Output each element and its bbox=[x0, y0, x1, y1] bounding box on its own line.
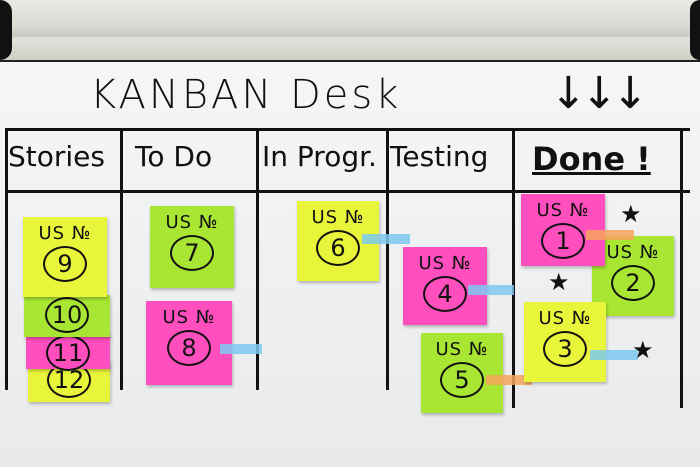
note-label: US № bbox=[38, 223, 92, 244]
tray-edge-left bbox=[0, 0, 12, 60]
note-number: 10 bbox=[45, 297, 89, 333]
grid-line-top bbox=[5, 128, 690, 131]
sticky-note-us-3[interactable]: US № 3 bbox=[524, 302, 606, 382]
column-header-in-progress: In Progr. bbox=[262, 140, 377, 173]
note-number: 11 bbox=[46, 335, 90, 371]
note-number: 7 bbox=[170, 235, 214, 271]
note-label: US № bbox=[606, 242, 660, 263]
tape-tab-orange bbox=[486, 375, 532, 385]
column-header-stories: Stories bbox=[8, 140, 105, 173]
note-label: US № bbox=[538, 308, 592, 329]
column-header-testing: Testing bbox=[390, 140, 489, 173]
tape-tab-blue bbox=[468, 285, 514, 295]
note-number: 6 bbox=[316, 230, 360, 266]
sticky-note-us-9[interactable]: US № 9 bbox=[23, 217, 107, 297]
tape-tab-blue bbox=[590, 350, 638, 360]
tape-tab-blue bbox=[362, 234, 410, 244]
sticky-note-us-11[interactable]: 11 bbox=[26, 333, 110, 371]
note-number: 5 bbox=[440, 362, 484, 398]
note-label: US № bbox=[162, 307, 216, 328]
note-number: 1 bbox=[541, 223, 585, 259]
down-arrows-icon: ↓↓↓ bbox=[550, 68, 649, 119]
tray-edge-right bbox=[690, 0, 700, 60]
note-number: 4 bbox=[423, 276, 467, 312]
sticky-note-us-5[interactable]: US № 5 bbox=[421, 333, 503, 413]
star-icon: ★ bbox=[632, 336, 654, 364]
star-icon: ★ bbox=[620, 200, 642, 228]
grid-line-1 bbox=[120, 128, 123, 390]
note-number: 2 bbox=[611, 265, 655, 301]
note-number: 3 bbox=[543, 331, 587, 367]
note-number: 8 bbox=[167, 330, 211, 366]
sticky-note-us-8[interactable]: US № 8 bbox=[146, 301, 232, 385]
note-label: US № bbox=[418, 253, 472, 274]
grid-line-left bbox=[5, 128, 8, 390]
grid-line-2 bbox=[256, 128, 259, 390]
tape-tab-orange bbox=[586, 230, 634, 240]
note-label: US № bbox=[165, 212, 219, 233]
grid-line-3 bbox=[386, 128, 389, 390]
note-label: US № bbox=[435, 339, 489, 360]
note-number: 9 bbox=[43, 246, 87, 282]
note-label: US № bbox=[536, 200, 590, 221]
whiteboard-marker-tray bbox=[0, 0, 700, 62]
column-header-done: Done ! bbox=[532, 140, 651, 178]
board-title: KANBAN Desk bbox=[90, 72, 402, 118]
grid-line-4 bbox=[512, 128, 515, 408]
star-icon: ★ bbox=[548, 268, 570, 296]
note-label: US № bbox=[311, 207, 365, 228]
column-header-todo: To Do bbox=[135, 140, 213, 173]
tape-tab-blue bbox=[220, 344, 262, 354]
grid-line-header bbox=[5, 190, 690, 193]
sticky-note-us-10[interactable]: 10 bbox=[24, 295, 110, 337]
grid-line-right bbox=[680, 128, 683, 408]
sticky-note-us-7[interactable]: US № 7 bbox=[150, 206, 234, 288]
